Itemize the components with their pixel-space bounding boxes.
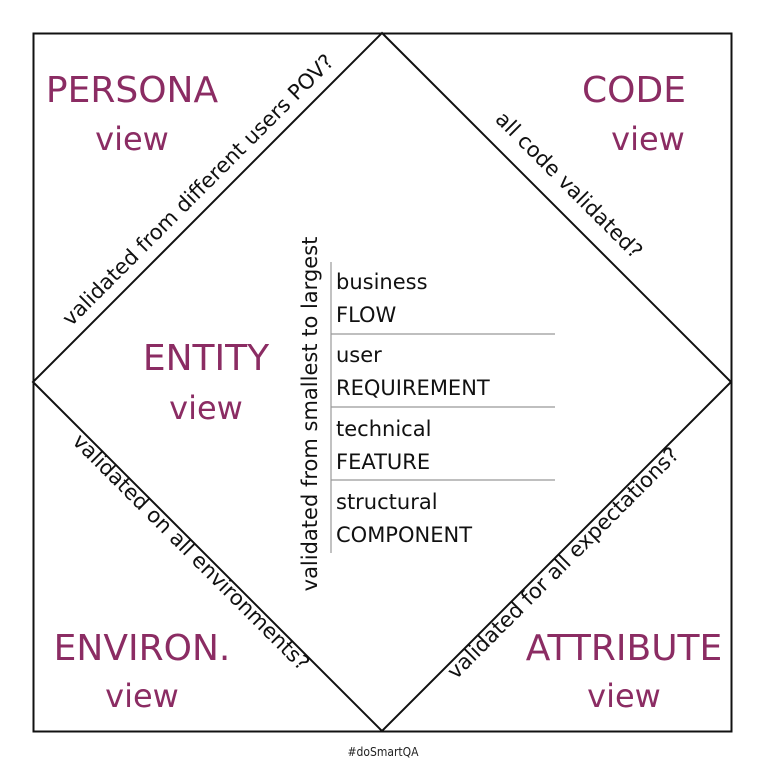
level-2-name: REQUIREMENT bbox=[336, 376, 490, 400]
level-2-qualifier: user bbox=[336, 343, 382, 367]
level-3-name: FEATURE bbox=[336, 450, 430, 474]
scale-label: validated from smallest to largest bbox=[298, 237, 322, 592]
environ-view-title: ENVIRON. bbox=[54, 628, 231, 669]
level-4-qualifier: structural bbox=[336, 490, 438, 514]
center-diamond bbox=[31, 31, 733, 733]
entity-view-title: ENTITY bbox=[143, 338, 270, 379]
code-view-sub: view bbox=[611, 120, 685, 158]
persona-view-title: PERSONA bbox=[46, 70, 219, 111]
code-view-title: CODE bbox=[582, 70, 686, 111]
attribute-view-title: ATTRIBUTE bbox=[526, 628, 723, 669]
level-1-name: FLOW bbox=[336, 303, 397, 327]
attribute-view-sub: view bbox=[587, 677, 661, 715]
level-1-qualifier: business bbox=[336, 270, 428, 294]
level-4-name: COMPONENT bbox=[336, 523, 472, 547]
environ-view-sub: view bbox=[105, 677, 179, 715]
entity-view-sub: view bbox=[169, 389, 243, 427]
persona-view-sub: view bbox=[95, 120, 169, 158]
footer-hashtag: #doSmartQA bbox=[347, 745, 419, 759]
level-3-qualifier: technical bbox=[336, 417, 431, 441]
